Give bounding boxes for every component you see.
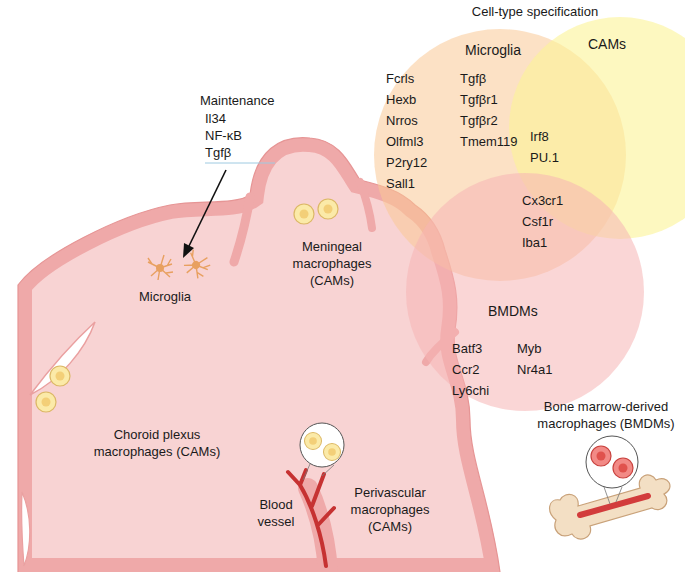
zoom-line bbox=[616, 487, 622, 502]
arrow-head bbox=[183, 243, 194, 258]
label: Microglia bbox=[133, 288, 197, 305]
sulcus bbox=[360, 182, 372, 228]
gene-list: Fcrls Hexb Nrros Olfml3 P2ry12 Sall1 bbox=[386, 68, 427, 194]
label: Blood vessel bbox=[250, 496, 302, 530]
label: Cell-type specification bbox=[455, 3, 615, 20]
label: Irf8 PU.1 bbox=[530, 126, 559, 168]
meningeal-cell bbox=[318, 199, 338, 219]
label: Meningeal macrophages (CAMs) bbox=[283, 238, 381, 289]
label: Maintenance bbox=[200, 92, 274, 109]
bmdm-cell bbox=[613, 458, 633, 478]
label: Cx3cr1 Csf1r Iba1 bbox=[522, 190, 563, 253]
zoom-line bbox=[604, 487, 610, 504]
zoom-circle bbox=[586, 436, 638, 488]
label: Tgfβ bbox=[205, 144, 231, 161]
circle-heading: CAMs bbox=[588, 36, 626, 53]
label: Il34 bbox=[205, 110, 226, 127]
sulcus bbox=[234, 197, 250, 262]
circle-heading: Microglia bbox=[465, 42, 521, 59]
perivascular-cell bbox=[305, 433, 322, 450]
circle-heading: BMDMs bbox=[488, 303, 538, 320]
ventricle bbox=[30, 322, 95, 395]
blood-vessel bbox=[288, 470, 334, 566]
gene-list: Tgfβ Tgfβr1 Tgfβr2 Tmem119 bbox=[460, 68, 518, 152]
choroid-cell bbox=[36, 392, 56, 412]
label: Choroid plexus macrophages (CAMs) bbox=[90, 426, 224, 460]
zoom-circle bbox=[300, 423, 344, 467]
gene-list: Myb Nr4a1 bbox=[517, 338, 552, 380]
microglia-cell bbox=[148, 255, 173, 280]
circle-fill bbox=[406, 173, 644, 411]
bone-marrow bbox=[580, 496, 648, 515]
arrow-line bbox=[189, 170, 226, 246]
perivascular-cell bbox=[324, 444, 341, 461]
label: Bone marrow-derived macrophages (BMDMs) bbox=[532, 398, 680, 432]
bmdm-cell bbox=[591, 446, 611, 466]
underline bbox=[205, 163, 275, 164]
meningeal-cell bbox=[294, 204, 314, 224]
gene-list: Batf3 Ccr2 Ly6chi bbox=[452, 338, 489, 401]
zoom-line bbox=[303, 464, 310, 480]
label: Perivascular macrophages (CAMs) bbox=[338, 484, 442, 535]
choroid-cell bbox=[50, 366, 70, 386]
label: NF-κB bbox=[205, 127, 242, 144]
ventricle bbox=[22, 492, 30, 566]
